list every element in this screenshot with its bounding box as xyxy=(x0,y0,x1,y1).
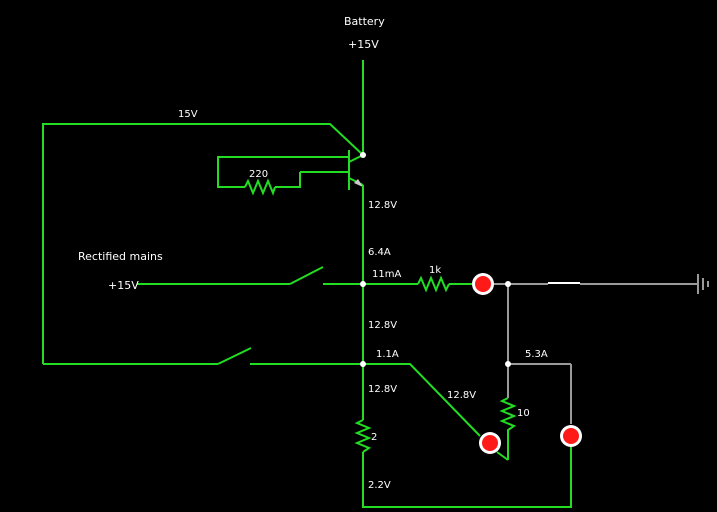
junction-dot xyxy=(360,281,366,287)
junction-dot xyxy=(505,281,511,287)
v-bottom-label: 2.2V xyxy=(368,480,391,491)
junction-dot xyxy=(360,361,366,367)
i-1-1a-label: 1.1A xyxy=(376,349,399,360)
junction-dot xyxy=(505,361,511,367)
lamp-3[interactable] xyxy=(560,425,582,447)
resistor-220[interactable] xyxy=(244,178,276,196)
junction-dot xyxy=(360,152,366,158)
v-lower-label: 12.8V xyxy=(368,384,397,395)
wire-1-1a[interactable] xyxy=(363,363,481,437)
r10-label: 10 xyxy=(517,408,530,419)
resistor-2[interactable] xyxy=(354,419,372,453)
resistor-10[interactable] xyxy=(499,397,517,460)
plus15-top-label: +15V xyxy=(348,38,379,51)
resistor-1k[interactable] xyxy=(417,275,450,293)
lamp-2[interactable] xyxy=(479,432,501,454)
base-wire-2[interactable] xyxy=(275,172,301,188)
plus15-left-label: +15V xyxy=(108,279,139,292)
wire-15v-loop[interactable] xyxy=(42,123,364,364)
v-mid-label: 12.8V xyxy=(368,320,397,331)
r2-label: 2 xyxy=(371,432,377,443)
v-diag-label: 12.8V xyxy=(447,390,476,401)
rectified-mains-label: Rectified mains xyxy=(78,250,163,263)
lower-switch[interactable] xyxy=(217,347,252,365)
lamp-1[interactable] xyxy=(472,273,494,295)
i-6-4a-label: 6.4A xyxy=(368,247,391,258)
ground-symbol xyxy=(697,274,709,294)
v-emitter-label: 12.8V xyxy=(368,200,397,211)
wire-15v-label: 15V xyxy=(178,109,198,120)
mains-switch[interactable] xyxy=(289,266,324,285)
r1k-label: 1k xyxy=(429,265,441,276)
i-11ma-label: 11mA xyxy=(372,269,401,280)
r220-label: 220 xyxy=(249,169,268,180)
bottom-return-wire[interactable] xyxy=(362,447,572,508)
base-wire[interactable] xyxy=(217,156,349,188)
battery-label: Battery xyxy=(344,15,385,28)
i-5-3a-label: 5.3A xyxy=(525,349,548,360)
